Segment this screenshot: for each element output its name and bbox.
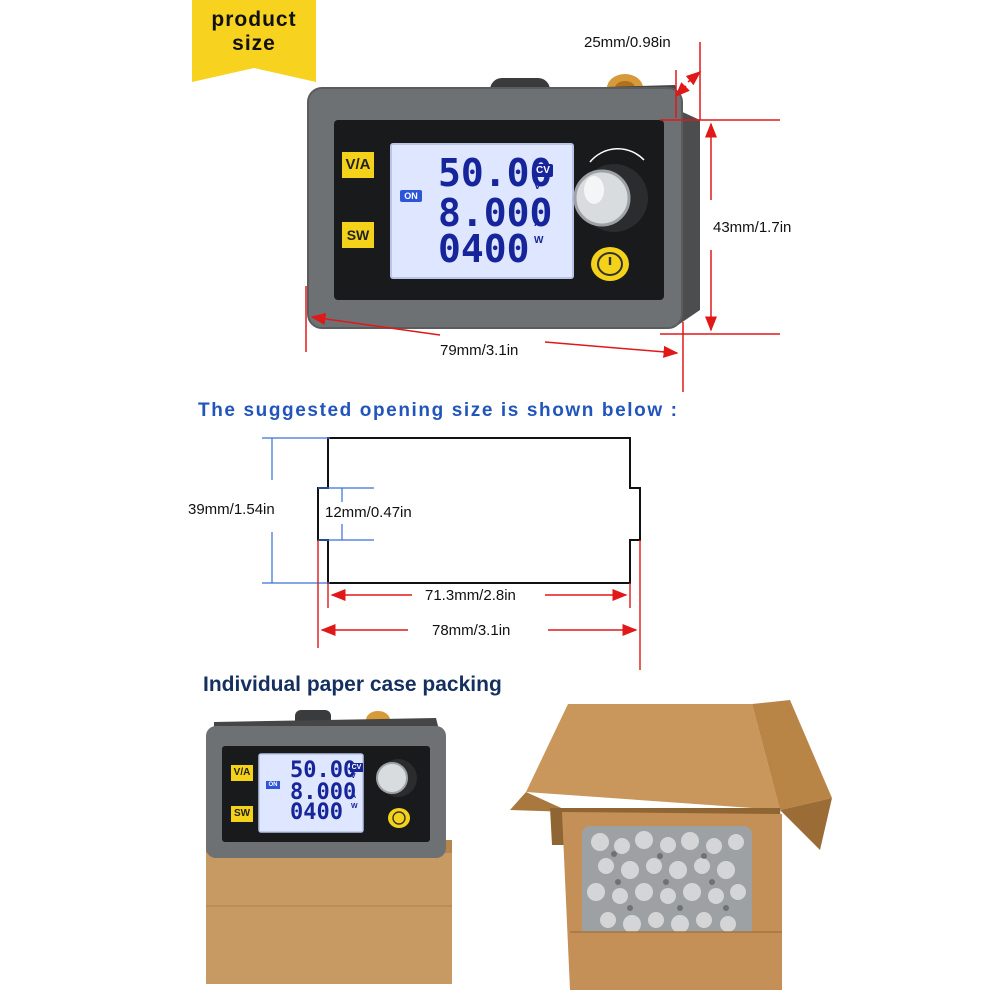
lcd-power-small: 0400 xyxy=(290,800,343,825)
lcd-voltage-small: 50.00 xyxy=(290,758,357,783)
unit-w: W xyxy=(534,235,544,246)
va-button-small: V/A xyxy=(231,765,253,781)
unit-a-small: A xyxy=(351,793,357,800)
unit-a: A xyxy=(534,218,542,229)
on-badge: ON xyxy=(400,190,422,202)
banner-line-2: size xyxy=(232,32,276,55)
dimension-lines-top xyxy=(305,42,780,392)
banner-text: product size xyxy=(192,8,316,56)
cv-badge: CV xyxy=(533,164,553,177)
product-size-banner xyxy=(192,0,316,82)
height-label: 43mm/1.7in xyxy=(713,219,792,236)
unit-v-small: V xyxy=(351,773,356,780)
opening-diagram xyxy=(262,437,641,670)
lcd-power: 0400 xyxy=(438,227,530,271)
open-box-photo xyxy=(510,700,832,990)
opening-height-label: 39mm/1.54in xyxy=(188,501,275,518)
opening-heading: The suggested opening size is shown belo… xyxy=(198,400,679,421)
opening-notch-label: 12mm/0.47in xyxy=(325,504,412,521)
on-badge-small: ON xyxy=(266,781,280,789)
rotary-knob[interactable] xyxy=(566,140,666,240)
depth-label: 25mm/0.98in xyxy=(584,34,671,51)
device-on-box-photo xyxy=(206,710,452,984)
width-label: 79mm/3.1in xyxy=(440,342,519,359)
banner-line-1: product xyxy=(211,8,297,31)
sw-button[interactable]: SW xyxy=(342,222,374,248)
va-button[interactable]: V/A xyxy=(342,152,374,178)
cv-badge-small: CV xyxy=(350,763,363,772)
unit-v: V xyxy=(534,181,541,192)
sw-button-small: SW xyxy=(231,806,253,822)
unit-w-small: W xyxy=(351,803,358,810)
opening-inner-width-label: 71.3mm/2.8in xyxy=(425,587,516,604)
lcd-current-small: 8.000 xyxy=(290,780,357,805)
opening-outer-width-label: 78mm/3.1in xyxy=(432,622,511,639)
lcd-current: 8.000 xyxy=(438,191,553,235)
power-button[interactable] xyxy=(588,244,632,284)
packing-heading: Individual paper case packing xyxy=(203,673,502,696)
